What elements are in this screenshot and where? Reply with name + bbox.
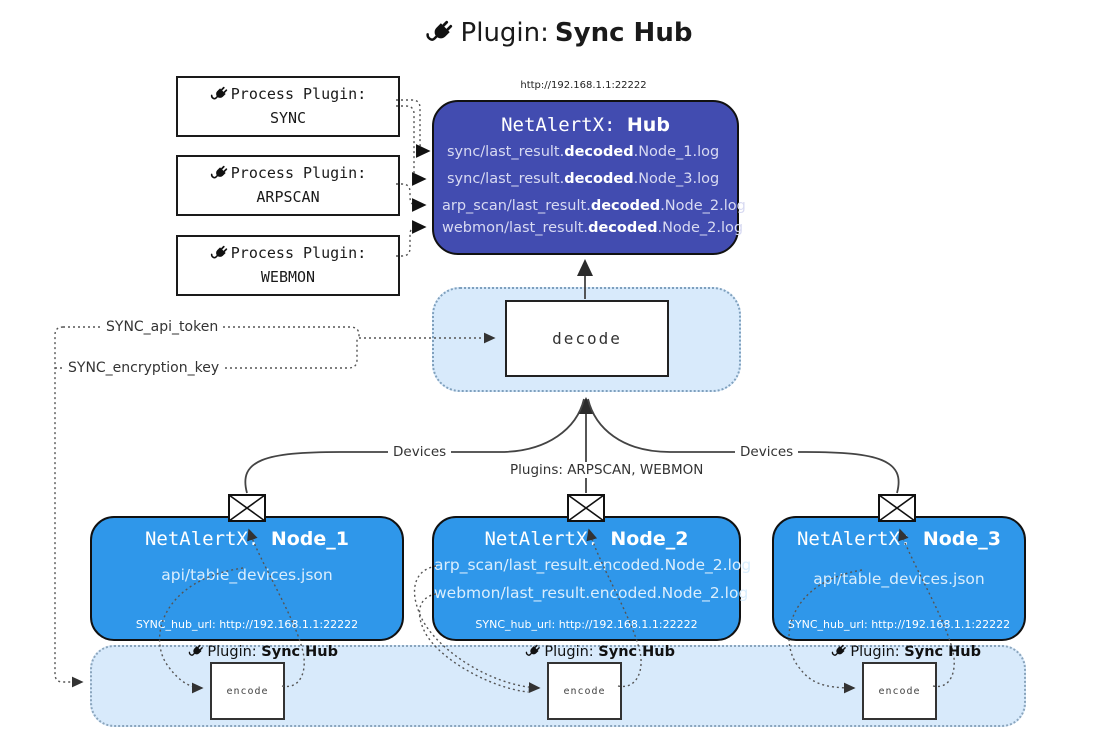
sync-encryption-key-label: SYNC_encryption_key bbox=[64, 360, 224, 376]
node-file-line: api/table_devices.json bbox=[813, 570, 985, 588]
process-plugin-name: SYNC bbox=[269, 108, 307, 127]
hub-title: NetAlertX: Hub bbox=[434, 114, 737, 136]
process-plugin-label: Process Plugin: bbox=[230, 244, 367, 263]
hub-log-line: arp_scan/last_result.decoded.Node_2.log bbox=[442, 198, 746, 214]
hub-log-line: webmon/last_result.decoded.Node_2.log bbox=[442, 220, 744, 236]
node-file-line: arp_scan/last_result.encoded.Node_2.log bbox=[434, 556, 752, 574]
plug-icon bbox=[188, 643, 204, 660]
node-file-line: api/table_devices.json bbox=[161, 566, 333, 584]
envelope-icon bbox=[878, 494, 916, 522]
devices-right-label: Devices bbox=[735, 444, 799, 460]
hub-title-bold: Hub bbox=[626, 114, 670, 136]
encode-box: encode bbox=[210, 662, 285, 720]
process-plugin-sync-box: Process Plugin: SYNC bbox=[176, 76, 400, 137]
plug-icon bbox=[210, 164, 229, 183]
hub-url-label: http://192.168.1.1:22222 bbox=[520, 80, 647, 91]
hub-log-line: sync/last_result.decoded.Node_1.log bbox=[447, 144, 720, 160]
node-hub-url: SYNC_hub_url: http://192.168.1.1:22222 bbox=[475, 618, 698, 631]
encode-box: encode bbox=[862, 662, 937, 720]
decode-box: decode bbox=[505, 300, 669, 377]
page-title: Plugin: Sync Hub bbox=[0, 18, 1117, 48]
node-title: NetAlertX: Node_3 bbox=[796, 528, 1001, 550]
node-title: NetAlertX: Node_1 bbox=[144, 528, 349, 550]
node-hub-url: SYNC_hub_url: http://192.168.1.1:22222 bbox=[787, 618, 1011, 631]
node3-box: NetAlertX: Node_3 api/table_devices.json… bbox=[772, 516, 1026, 641]
plug-icon bbox=[210, 85, 229, 104]
encode-box: encode bbox=[547, 662, 622, 720]
encode-plugin-label: Plugin: Sync Hub bbox=[831, 643, 981, 660]
process-plugin-name: WEBMON bbox=[260, 267, 316, 286]
encode-plugin-label: Plugin: Sync Hub bbox=[525, 643, 675, 660]
envelope-icon bbox=[567, 494, 605, 522]
envelope-icon bbox=[228, 494, 266, 522]
node2-box: NetAlertX: Node_2 arp_scan/last_result.e… bbox=[432, 516, 752, 641]
plug-icon bbox=[831, 643, 847, 660]
node-title: NetAlertX: Node_2 bbox=[484, 528, 689, 550]
page-title-prefix: Plugin: bbox=[460, 18, 549, 48]
plug-icon bbox=[425, 18, 455, 48]
node-hub-url: SYNC_hub_url: http://192.168.1.1:22222 bbox=[135, 618, 359, 631]
encode-plugin-label: Plugin: Sync Hub bbox=[188, 643, 338, 660]
sync-api-token-label: SYNC_api_token bbox=[102, 319, 223, 335]
process-plugin-webmon-box: Process Plugin: WEBMON bbox=[176, 235, 400, 296]
process-plugin-arpscan-box: Process Plugin: ARPSCAN bbox=[176, 155, 400, 216]
devices-left-label: Devices bbox=[388, 444, 452, 460]
process-plugin-label: Process Plugin: bbox=[230, 164, 367, 183]
page-title-bold: Sync Hub bbox=[554, 18, 693, 48]
plug-icon bbox=[210, 244, 229, 263]
node-file-line: webmon/last_result.encoded.Node_2.log bbox=[434, 584, 749, 602]
process-plugin-label: Process Plugin: bbox=[230, 85, 367, 104]
hub-log-line: sync/last_result.decoded.Node_3.log bbox=[447, 171, 720, 187]
process-plugin-name: ARPSCAN bbox=[256, 187, 320, 206]
hub-title-prefix: NetAlertX: bbox=[501, 114, 627, 136]
plugins-mid-label: Plugins: ARPSCAN, WEBMON bbox=[505, 462, 709, 478]
node1-box: NetAlertX: Node_1 api/table_devices.json… bbox=[90, 516, 404, 641]
hub-box: NetAlertX: Hub sync/last_result.decoded.… bbox=[432, 100, 746, 255]
plug-icon bbox=[525, 643, 541, 660]
